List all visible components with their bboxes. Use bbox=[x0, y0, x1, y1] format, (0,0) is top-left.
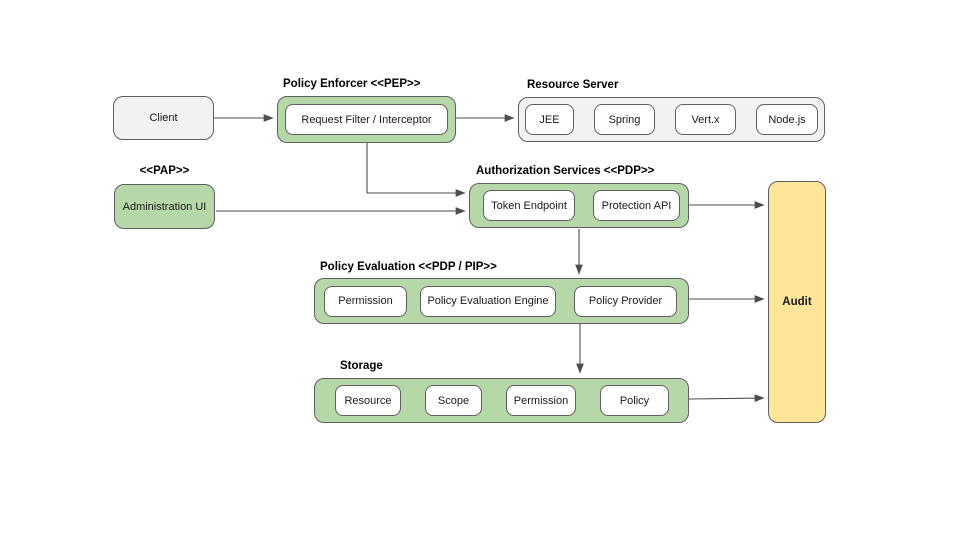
scope-label: Scope bbox=[437, 394, 470, 407]
policy-evaluation-group: Permission Policy Evaluation Engine Poli… bbox=[314, 278, 689, 324]
policy-provider-node: Policy Provider bbox=[574, 285, 677, 317]
pap-title: <<PAP>> bbox=[139, 165, 190, 177]
protection-api-label: Protection API bbox=[601, 199, 672, 212]
token-endpoint-node: Token Endpoint bbox=[483, 190, 575, 221]
storage-title: Storage bbox=[340, 360, 383, 372]
authorization-services-title: Authorization Services <<PDP>> bbox=[476, 165, 655, 177]
request-filter-node: Request Filter / Interceptor bbox=[285, 104, 448, 135]
nodejs-label: Node.js bbox=[768, 113, 806, 126]
administration-ui-label: Administration UI bbox=[122, 200, 207, 213]
policy-evaluation-engine-label: Policy Evaluation Engine bbox=[427, 295, 549, 307]
storage-group: Resource Scope Permission Policy bbox=[314, 378, 689, 423]
storage-permission-node: Permission bbox=[506, 385, 576, 416]
request-filter-label: Request Filter / Interceptor bbox=[301, 113, 432, 126]
client-node: Client bbox=[113, 96, 214, 140]
policy-provider-label: Policy Provider bbox=[588, 295, 663, 307]
jee-label: JEE bbox=[539, 113, 560, 126]
arrow-storage-to-audit bbox=[688, 394, 765, 402]
administration-ui-node: Administration UI bbox=[114, 184, 215, 229]
policy-node: Policy bbox=[600, 385, 669, 416]
storage-permission-label: Permission bbox=[513, 394, 569, 407]
spring-label: Spring bbox=[608, 113, 641, 126]
permission-node: Permission bbox=[324, 285, 407, 317]
jee-node: JEE bbox=[525, 104, 574, 135]
policy-enforcer-group: Request Filter / Interceptor bbox=[277, 96, 456, 143]
audit-label: Audit bbox=[782, 296, 812, 308]
permission-label: Permission bbox=[338, 295, 393, 307]
vertx-node: Vert.x bbox=[675, 104, 736, 135]
authorization-services-group: Token Endpoint Protection API bbox=[469, 183, 689, 228]
resource-node: Resource bbox=[335, 385, 401, 416]
resource-server-title: Resource Server bbox=[527, 79, 619, 91]
policy-label: Policy bbox=[619, 394, 650, 407]
client-label: Client bbox=[149, 112, 178, 124]
policy-evaluation-title: Policy Evaluation <<PDP / PIP>> bbox=[320, 261, 497, 273]
spring-node: Spring bbox=[594, 104, 655, 135]
arrow-policy-enforcer-to-authorization-services bbox=[366, 143, 466, 197]
protection-api-node: Protection API bbox=[593, 190, 680, 221]
scope-node: Scope bbox=[425, 385, 482, 416]
policy-enforcer-title: Policy Enforcer <<PEP>> bbox=[283, 78, 421, 90]
vertx-label: Vert.x bbox=[691, 113, 720, 126]
token-endpoint-label: Token Endpoint bbox=[491, 199, 567, 212]
audit-node: Audit bbox=[768, 181, 826, 423]
resource-label: Resource bbox=[344, 394, 392, 407]
resource-server-group: JEE Spring Vert.x Node.js bbox=[518, 97, 825, 142]
policy-evaluation-engine-node: Policy Evaluation Engine bbox=[420, 285, 556, 317]
nodejs-node: Node.js bbox=[756, 104, 818, 135]
